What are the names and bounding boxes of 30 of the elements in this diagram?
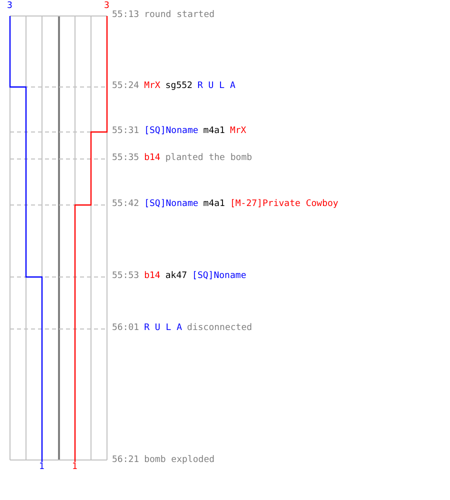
timestamp: 55:42 bbox=[112, 199, 140, 209]
event-text: planted the bomb bbox=[165, 153, 252, 163]
player-name: MrX bbox=[230, 126, 246, 136]
weapon-name: m4a1 bbox=[203, 126, 225, 136]
player-name: [M-27]Private Cowboy bbox=[230, 199, 338, 209]
weapon-name: m4a1 bbox=[203, 199, 225, 209]
player-name: MrX bbox=[144, 81, 160, 91]
weapon-name: sg552 bbox=[165, 81, 192, 91]
timestamp: 55:24 bbox=[112, 81, 140, 91]
timestamp: 55:53 bbox=[112, 271, 140, 281]
event-text: round started bbox=[144, 10, 215, 20]
player-name: [SQ]Noname bbox=[144, 126, 198, 136]
count-label: 1 bbox=[39, 463, 44, 472]
player-name: b14 bbox=[144, 271, 160, 281]
player-name: R U L A bbox=[144, 323, 182, 333]
player-name: [SQ]Noname bbox=[192, 271, 246, 281]
timestamp: 55:35 bbox=[112, 153, 140, 163]
timestamp: 56:21 bbox=[112, 455, 140, 465]
player-name: R U L A bbox=[197, 81, 236, 91]
count-label: 3 bbox=[7, 2, 12, 11]
weapon-name: ak47 bbox=[165, 271, 188, 281]
timestamp: 55:13 bbox=[112, 10, 140, 20]
event-text: disconnected bbox=[187, 323, 252, 333]
player-name: [SQ]Noname bbox=[144, 199, 198, 209]
timestamp: 55:31 bbox=[112, 126, 140, 136]
count-label: 1 bbox=[72, 463, 78, 472]
event-text: bomb exploded bbox=[144, 455, 215, 465]
count-label: 3 bbox=[104, 2, 110, 11]
player-name: b14 bbox=[144, 153, 160, 163]
timestamp: 56:01 bbox=[112, 323, 140, 333]
